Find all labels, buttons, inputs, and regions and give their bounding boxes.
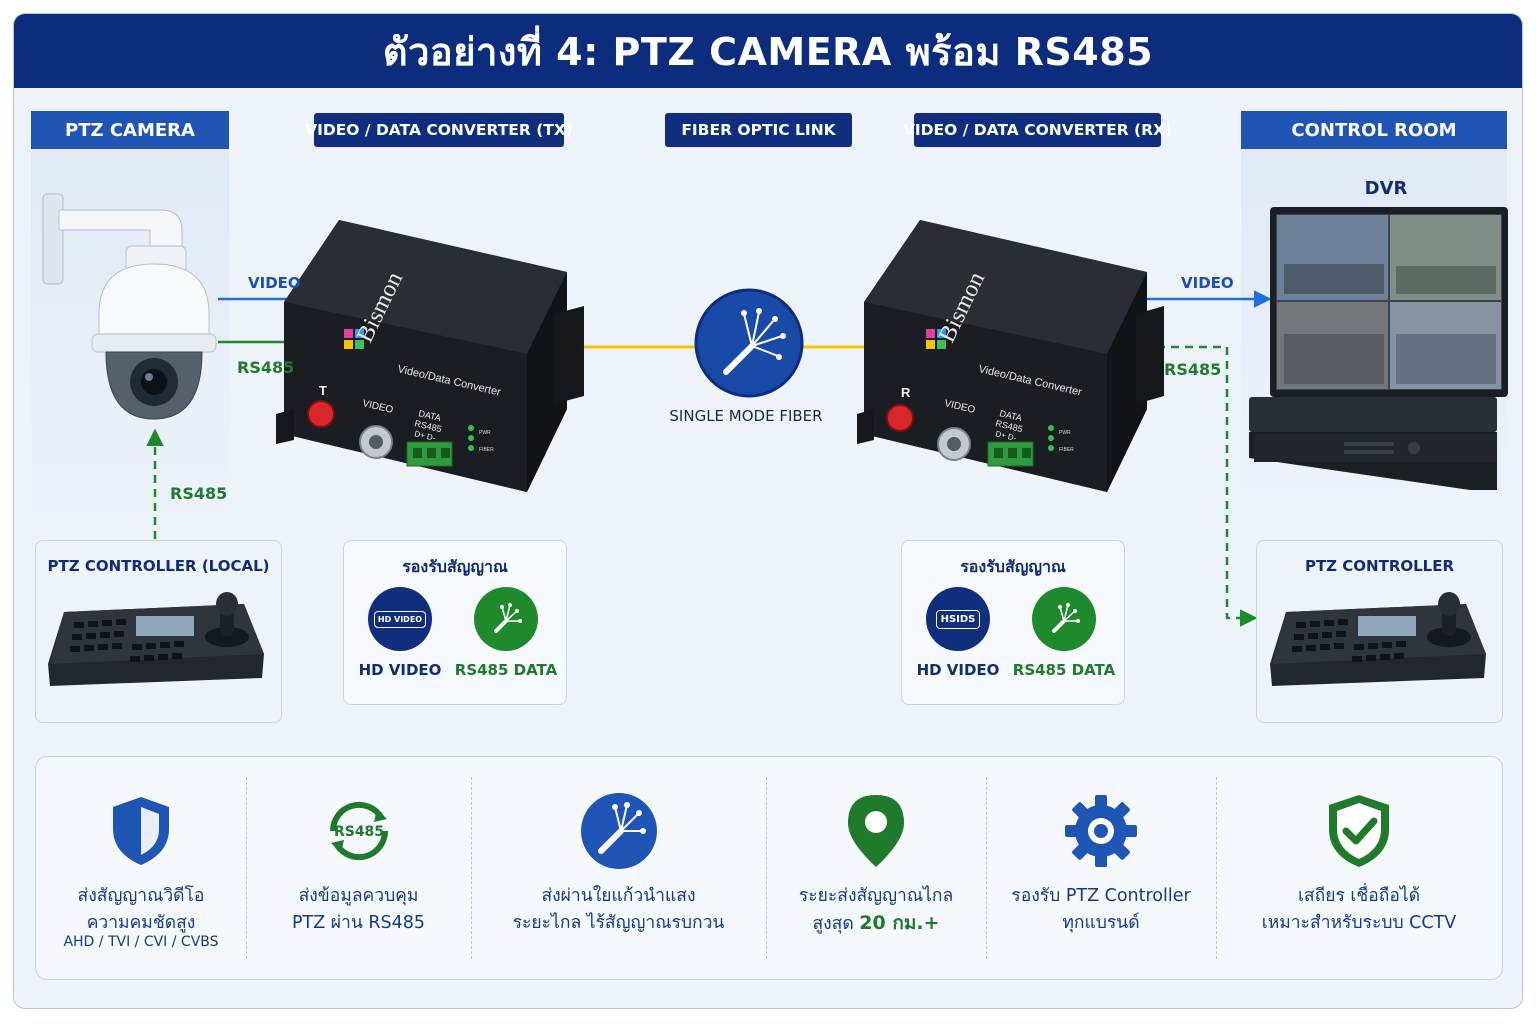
feature-divider <box>246 777 247 959</box>
feature-divider <box>986 777 987 959</box>
converter-rx-led-pwr: PWR <box>1059 430 1071 436</box>
converter-rx-led-fiber: FIBER <box>1059 447 1074 453</box>
rs485-data-icon-left <box>474 587 538 651</box>
ptz-controller-remote-panel: PTZ CONTROLLER <box>1256 540 1503 723</box>
diagram-frame: ตัวอย่างที่ 4: PTZ CAMERA พร้อม RS485 PT… <box>13 13 1523 1009</box>
converter-tx-led-pwr: PWR <box>479 430 491 436</box>
ptz-camera-illustration <box>42 193 217 420</box>
converter-rx-data-1: DATA <box>999 408 1023 423</box>
ptz-controller-remote-title: PTZ CONTROLLER <box>1304 557 1455 575</box>
feature-2-line1: ส่งข้อมูลควบคุม <box>298 886 419 906</box>
rs485-label-local: RS485 <box>170 484 228 503</box>
feature-3-line2: ระยะไกล ไร้สัญญาณรบกวน <box>512 913 725 933</box>
gear-icon <box>1065 795 1137 867</box>
rs485-cycle-icon: RS485 <box>329 801 388 861</box>
hd-video-label-left: HD VIDEO <box>358 661 442 679</box>
support-panel-right: รองรับสัญญาณ HSIDS HD VIDEO RS485 DATA <box>901 540 1125 705</box>
fiber-optic-icon <box>694 288 804 398</box>
section-converter-tx: VIDEO / DATA CONVERTER (TX) <box>305 113 573 147</box>
features-panel: ส่งสัญญาณวิดีโอ ความคมชัดสูง AHD / TVI /… <box>35 756 1503 980</box>
fiber-strand-icon-right <box>1052 603 1080 633</box>
support-panel-left: รองรับสัญญาณ HD VIDEO HD VIDEO RS485 DAT… <box>343 540 567 705</box>
converter-tx-led-fiber: FIBER <box>479 447 494 453</box>
feature-6-line1: เสถียร เชื่อถือได้ <box>1297 886 1421 906</box>
feature-3-line1: ส่งผ่านใยแก้วนำแสง <box>541 886 696 906</box>
ptz-controller-local-panel: PTZ CONTROLLER (LOCAL) <box>35 540 282 723</box>
feature-controller-support: รองรับ PTZ Controller ทุกแบรนด์ <box>986 757 1216 979</box>
converter-rx-illustration: Bismon Video/Data Converter R VIDEO DATA… <box>857 220 1164 492</box>
fiber-strand-icon-left <box>494 603 522 633</box>
hd-badge-left: HD VIDEO <box>373 610 427 628</box>
section-control-room: CONTROL ROOM <box>1241 111 1507 149</box>
feature-long-range: ระยะส่งสัญญาณไกล สูงสุด 20 กม.+ <box>766 757 986 979</box>
video-label-right: VIDEO <box>1181 274 1234 292</box>
feature-1-line1: ส่งสัญญาณวิดีโอ <box>77 886 205 906</box>
dvr-label: DVR <box>1364 178 1408 199</box>
rs485-data-label-right: RS485 DATA <box>1012 661 1116 679</box>
feature-4-line2: สูงสุด 20 กม.+ <box>766 908 986 938</box>
feature-2-line2: PTZ ผ่าน RS485 <box>291 913 426 933</box>
feature-1-line2: ความคมชัดสูง <box>86 913 196 933</box>
feature-5-line1: รองรับ PTZ Controller <box>1011 886 1191 906</box>
feature-divider <box>471 777 472 959</box>
hd-video-label-right: HD VIDEO <box>916 661 1000 679</box>
section-converter-rx: VIDEO / DATA CONVERTER (RX) <box>903 113 1172 147</box>
shield-icon <box>113 797 169 865</box>
fiber-caption: SINGLE MODE FIBER <box>669 407 823 425</box>
feature-5-line2: ทุกแบรนด์ <box>1062 913 1140 933</box>
feature-rs485-control: RS485 ส่งข้อมูลควบคุม PTZ ผ่าน RS485 <box>246 757 471 979</box>
dvr-illustration <box>1249 207 1508 490</box>
rs485-data-icon-right <box>1032 587 1096 651</box>
feature-divider <box>766 777 767 959</box>
ptz-controller-local-illustration <box>48 592 264 686</box>
feature-fiber-transmission: ส่งผ่านใยแก้วนำแสง ระยะไกล ไร้สัญญาณรบกว… <box>471 757 766 979</box>
hd-badge-right: HSIDS <box>935 609 981 629</box>
page-title: ตัวอย่างที่ 4: PTZ CAMERA พร้อม RS485 <box>14 14 1522 88</box>
converter-tx-port-t: T <box>319 383 327 398</box>
location-pin-icon <box>848 795 904 867</box>
feature-4-line2-prefix: สูงสุด <box>812 914 860 934</box>
converter-tx-illustration: Bismon Video/Data Converter T VIDEO DATA… <box>276 220 584 492</box>
support-right-title: รองรับสัญญาณ <box>960 557 1066 576</box>
ptz-controller-local-title: PTZ CONTROLLER (LOCAL) <box>47 557 270 575</box>
feature-4-distance: 20 กม.+ <box>859 912 940 934</box>
hd-video-icon-left: HD VIDEO <box>368 587 432 651</box>
feature-reliability: เสถียร เชื่อถือได้ เหมาะสำหรับระบบ CCTV <box>1216 757 1502 979</box>
section-ptz-camera: PTZ CAMERA <box>31 111 229 149</box>
feature-divider <box>1216 777 1217 959</box>
shield-check-icon <box>1329 795 1389 867</box>
feature-4-line1: ระยะส่งสัญญาณไกล <box>798 886 954 906</box>
video-label-left: VIDEO <box>248 274 301 292</box>
rs485-label-left: RS485 <box>237 358 295 377</box>
support-left-title: รองรับสัญญาณ <box>402 557 508 576</box>
rs485-data-label-left: RS485 DATA <box>454 661 558 679</box>
rs485-label-right: RS485 <box>1164 360 1222 379</box>
hd-video-icon-right: HSIDS <box>926 587 990 651</box>
fiber-icon <box>580 793 657 869</box>
converter-rx-port-r: R <box>901 385 911 400</box>
ptz-controller-remote-illustration <box>1270 592 1486 686</box>
section-fiber-link: FIBER OPTIC LINK <box>665 113 852 147</box>
connection-diagram: Bismon Video/Data Converter T VIDEO DATA… <box>42 193 1508 686</box>
feature-video-quality: ส่งสัญญาณวิดีโอ ความคมชัดสูง AHD / TVI /… <box>36 757 246 979</box>
rs485-badge: RS485 <box>333 824 383 840</box>
converter-tx-data-1: DATA <box>418 408 442 423</box>
feature-1-line3: AHD / TVI / CVI / CVBS <box>63 934 219 950</box>
rs485-line-right <box>1157 345 1242 620</box>
feature-6-line2: เหมาะสำหรับระบบ CCTV <box>1261 913 1457 933</box>
